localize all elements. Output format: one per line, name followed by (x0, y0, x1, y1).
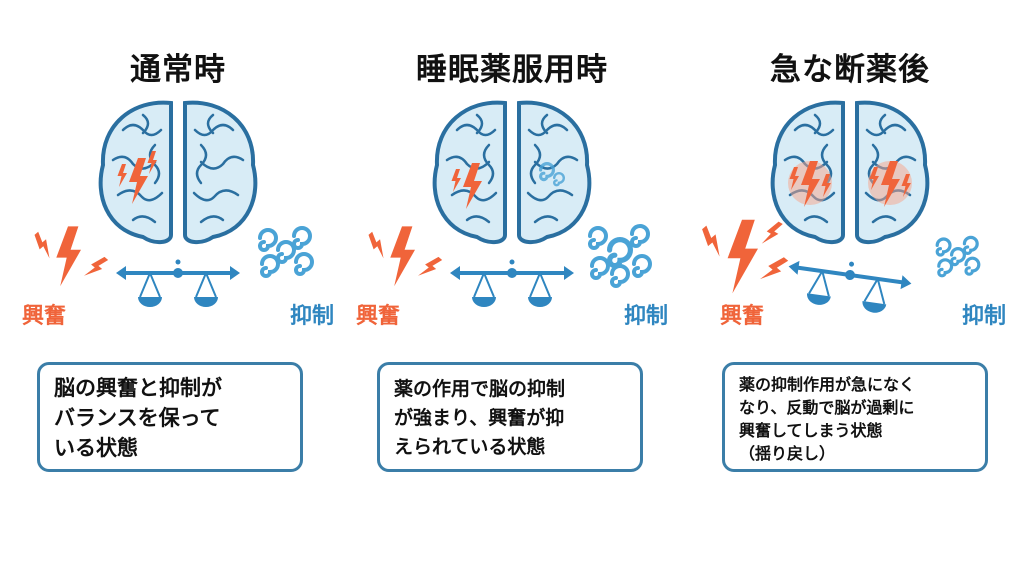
inhibition-label: 抑制 (289, 304, 334, 329)
excitation-bolt-icon (697, 218, 790, 294)
balance-scale-icon (448, 257, 576, 309)
panel-title: 急な断薬後 (770, 52, 930, 88)
brain-icon (98, 100, 258, 245)
description-box: 脳の興奮と抑制が バランスを保って いる状態 (37, 362, 303, 472)
description-line: 薬の作用で脳の抑制 (394, 378, 566, 400)
inhibition-swirl-icon (935, 235, 981, 278)
inhibition-label: 抑制 (623, 304, 668, 329)
description-line: が強まり、興奮が抑 (394, 407, 565, 429)
excitation-label: 興奮 (22, 304, 67, 329)
excitation-label: 興奮 (720, 304, 765, 329)
tilted-balance-scale-icon (781, 251, 916, 320)
description-line: いる状態 (54, 436, 138, 460)
description-line: なり、反動で脳が過剰に (739, 398, 915, 417)
description-box: 薬の抑制作用が急になく なり、反動で脳が過剰に 興奮してしまう状態 （揺り戻し） (722, 362, 988, 472)
panel-sleeping-pill: 睡眠薬服用時 興奮 抑制 薬の作用で脳の抑制 が強まり、興奮が抑 えられている状… (342, 0, 682, 576)
brain-balance-illustration (697, 100, 981, 320)
description-line: バランスを保って (54, 406, 221, 430)
panel-normal: 通常時 興奮 抑制 脳の興奮と抑制が バランスを保って いる状態 (8, 0, 348, 576)
panel-title: 睡眠薬服用時 (416, 52, 608, 88)
excitation-bolt-icon (364, 226, 444, 287)
inhibition-swirl-icon (588, 224, 652, 288)
description-line: （揺り戻し） (739, 444, 836, 463)
description-line: 脳の興奮と抑制が (54, 376, 222, 400)
inhibition-swirl-icon (258, 226, 314, 278)
description-line: 薬の抑制作用が急になく (739, 375, 916, 394)
description-line: えられている状態 (394, 436, 546, 458)
balance-scale-icon (114, 257, 242, 309)
description-box: 薬の作用で脳の抑制 が強まり、興奮が抑 えられている状態 (377, 362, 643, 472)
excitation-label: 興奮 (356, 304, 401, 329)
inhibition-label: 抑制 (961, 304, 1006, 329)
panel-title: 通常時 (130, 52, 226, 88)
panel-sudden-withdrawal: 急な断薬後 興奮 抑制 薬の抑制作用が急になく なり、反動で脳が過剰に 興奮して… (680, 0, 1020, 576)
description-line: 興奮してしまう状態 (739, 421, 883, 440)
excitation-bolt-icon (30, 226, 110, 287)
